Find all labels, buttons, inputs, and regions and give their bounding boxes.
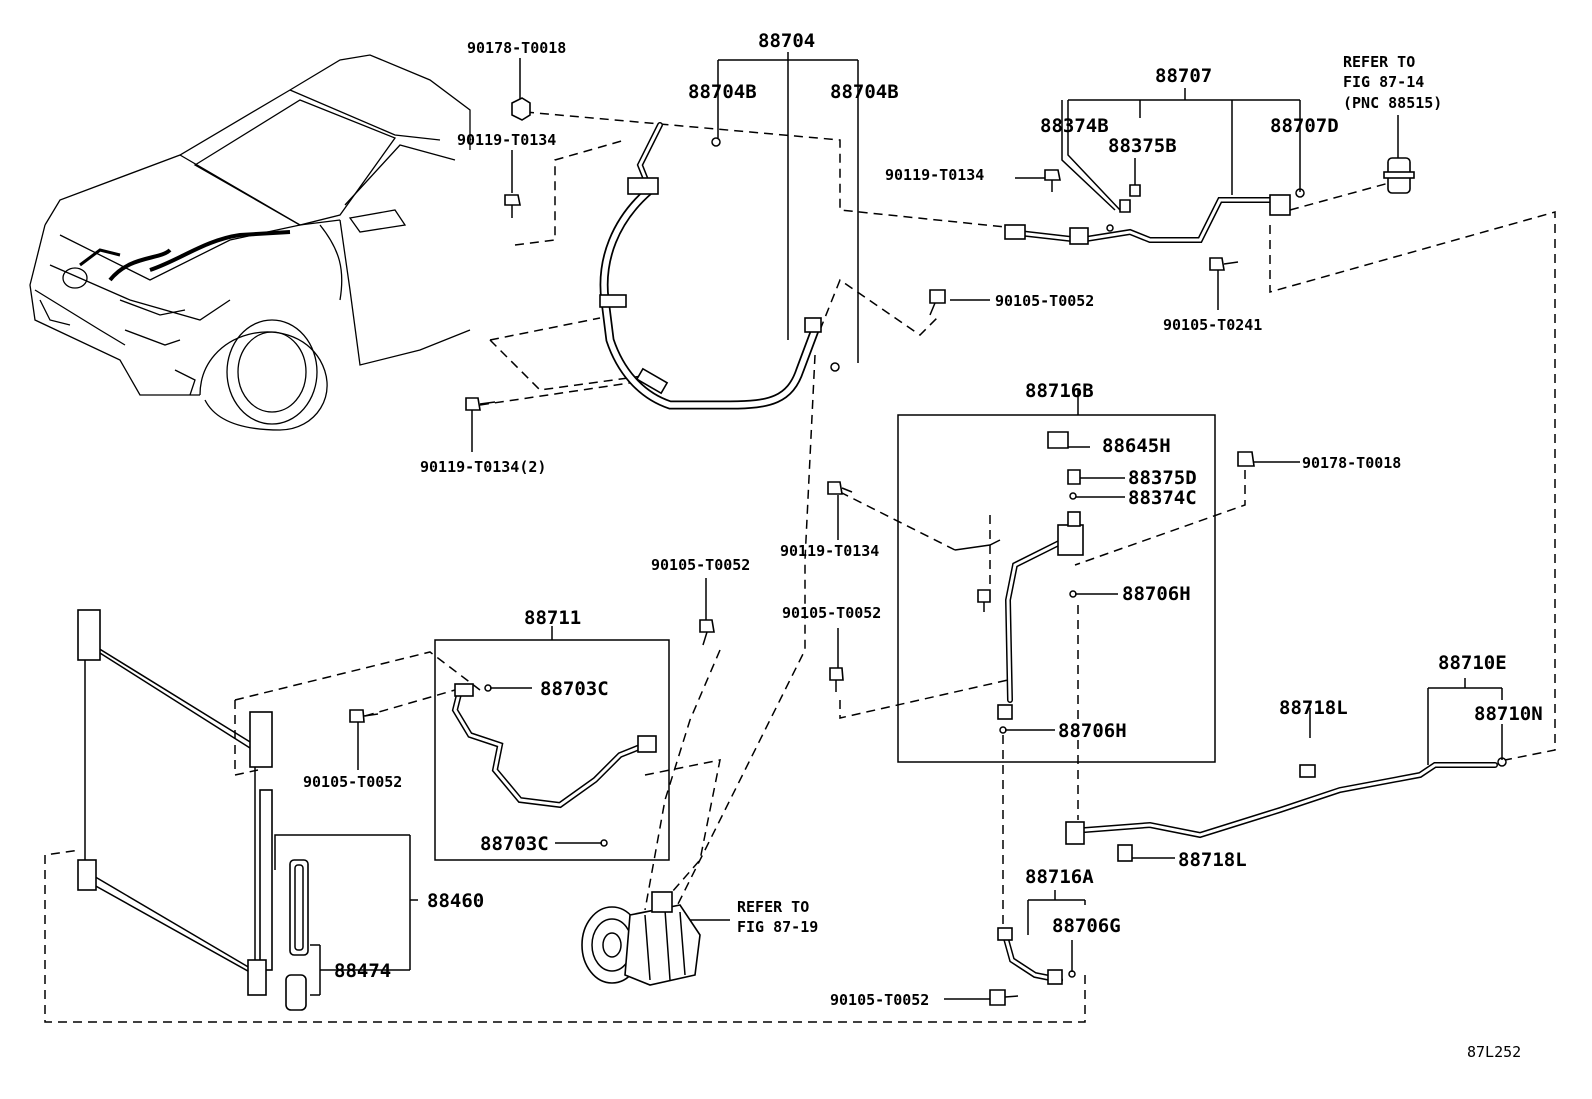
label-88707d: 88707D [1270, 115, 1339, 137]
label-88374c: 88374C [1128, 487, 1197, 509]
label-88718l-1: 88718L [1279, 697, 1348, 719]
label-88703c-2: 88703C [480, 833, 549, 855]
label-88718l-2: 88718L [1178, 849, 1247, 871]
label-refer-top-3: (PNC 88515) [1343, 94, 1442, 112]
label-88460: 88460 [427, 890, 484, 912]
box-88711 [434, 639, 670, 861]
vehicle-illustration [29, 54, 471, 431]
pipe-88716b [954, 511, 1084, 720]
hose-88704 [599, 122, 822, 410]
label-88707: 88707 [1155, 65, 1212, 87]
label-90105-center: 90105-T0052 [782, 604, 881, 622]
label-90119-top: 90119-T0134 [457, 131, 556, 149]
label-88375d: 88375D [1128, 467, 1197, 489]
cap-88474 [285, 974, 307, 1011]
label-90105-bottom: 90105-T0052 [830, 991, 929, 1009]
fasteners [349, 97, 1507, 1006]
label-88375b: 88375B [1108, 135, 1177, 157]
label-90178-right: 90178-T0018 [1302, 454, 1401, 472]
label-88704b-left: 88704B [688, 81, 757, 103]
label-88716b: 88716B [1025, 380, 1094, 402]
label-88704b-right: 88704B [830, 81, 899, 103]
hose-88711 [451, 683, 657, 809]
label-90105-mid: 90105-T0052 [995, 292, 1094, 310]
label-refer-top-2: FIG 87-14 [1343, 73, 1424, 91]
label-88710n: 88710N [1474, 703, 1543, 725]
pipe-88716a [997, 927, 1063, 985]
label-88703c-1: 88703C [540, 678, 609, 700]
label-88710e: 88710E [1438, 652, 1507, 674]
label-refer-bottom-1: REFER TO [737, 898, 809, 916]
pipe-88707 [1004, 194, 1291, 245]
label-88706h-1: 88706H [1122, 583, 1191, 605]
label-refer-top-1: REFER TO [1343, 53, 1415, 71]
receiver-illustration [1383, 157, 1415, 194]
label-refer-bottom-2: FIG 87-19 [737, 918, 818, 936]
filter-88460 [289, 859, 309, 956]
label-88704: 88704 [758, 30, 815, 52]
label-88374b: 88374B [1040, 115, 1109, 137]
pipe-88710e [1065, 762, 1498, 862]
label-88716a: 88716A [1025, 866, 1094, 888]
label-90119-right: 90119-T0134 [885, 166, 984, 184]
label-88706g: 88706G [1052, 915, 1121, 937]
diagram-id: 87L252 [1467, 1043, 1521, 1061]
part-labels: 90178-T0018 88704 88704B 88704B 90119-T0… [303, 30, 1543, 1061]
condenser-88460 [77, 609, 309, 1011]
label-90105-center-left: 90105-T0052 [651, 556, 750, 574]
label-88645h: 88645H [1102, 435, 1171, 457]
label-90119-center: 90119-T0134 [780, 542, 879, 560]
label-90119-2: 90119-T0134(2) [420, 458, 546, 476]
label-90105-t0241: 90105-T0241 [1163, 316, 1262, 334]
label-90105-left: 90105-T0052 [303, 773, 402, 791]
label-88711: 88711 [524, 607, 581, 629]
compressor-illustration [581, 891, 701, 986]
box-88716b [897, 414, 1216, 763]
label-88706h-2: 88706H [1058, 720, 1127, 742]
bracket-lines [274, 52, 1503, 1000]
label-88474: 88474 [334, 960, 391, 982]
label-90178-top: 90178-T0018 [467, 39, 566, 57]
